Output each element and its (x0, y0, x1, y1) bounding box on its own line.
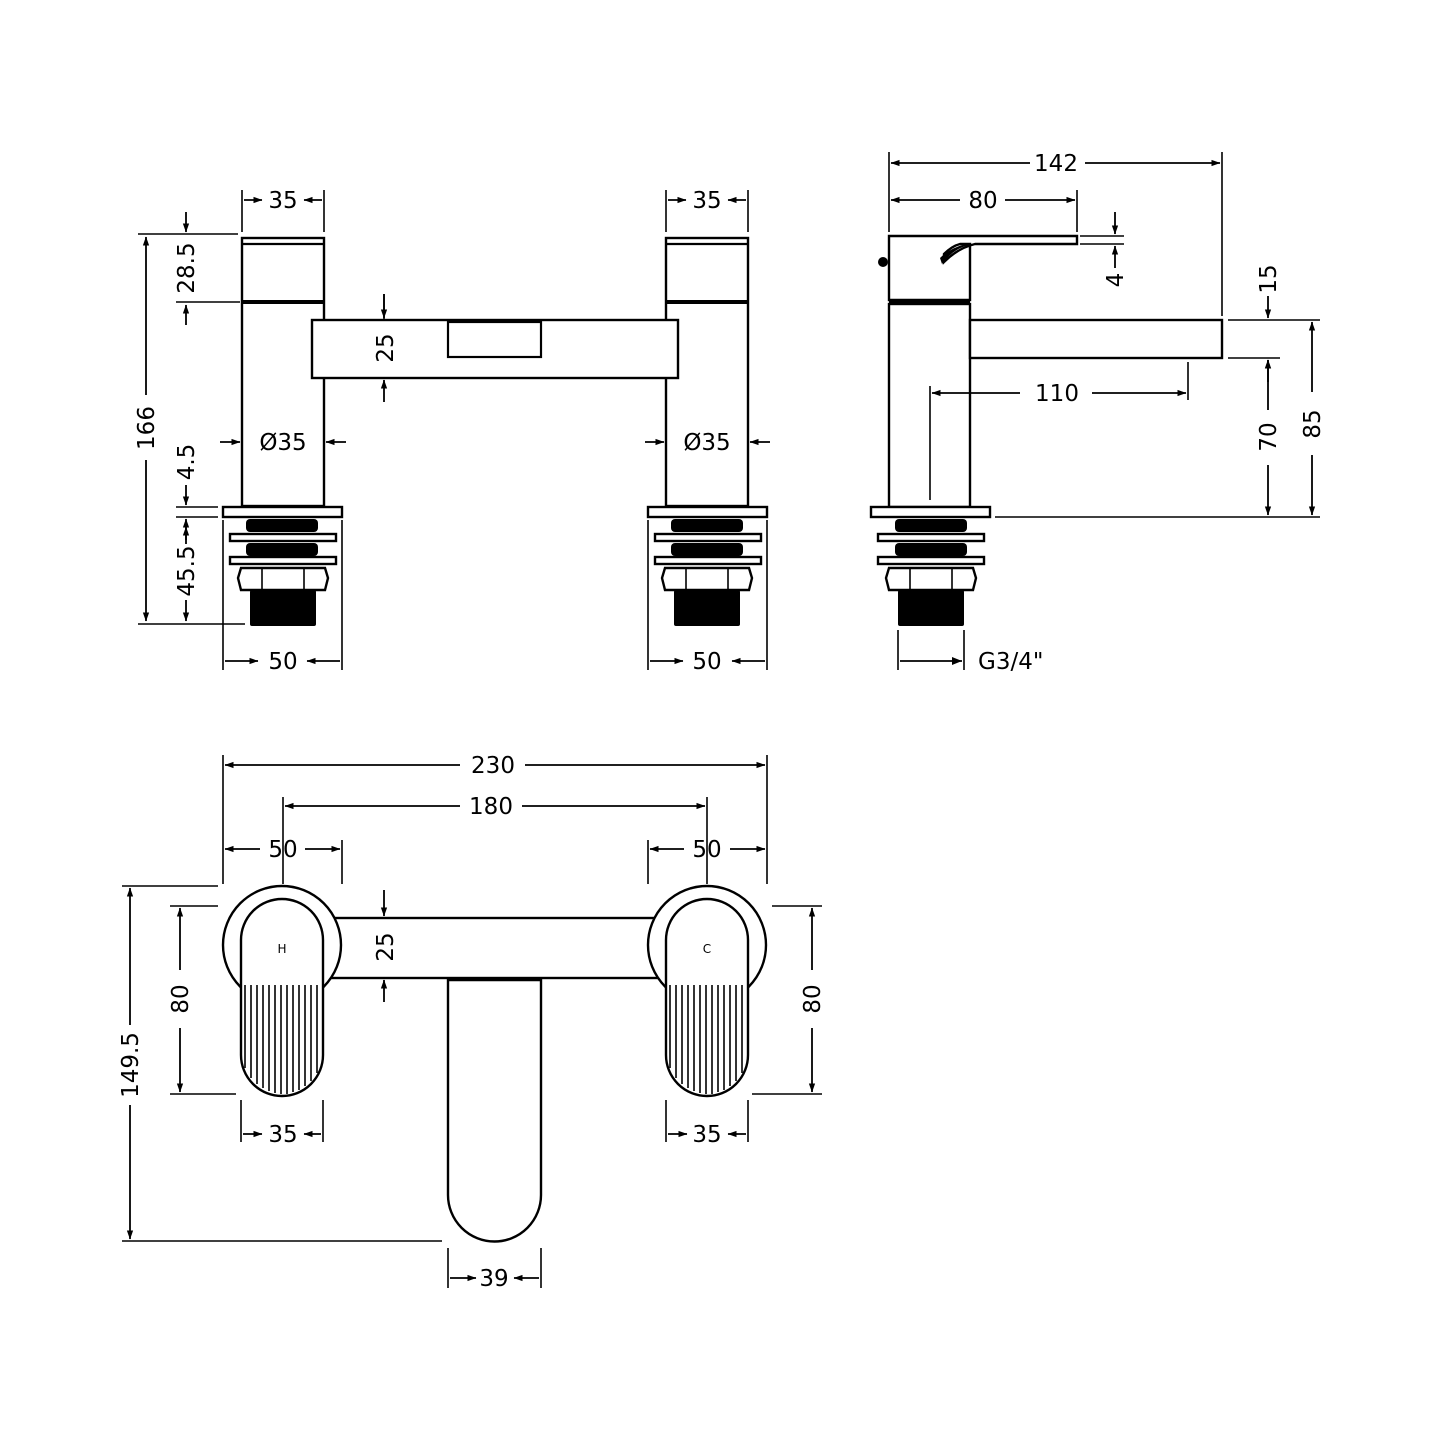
dim-front-shank-length: 45.5 (174, 545, 200, 596)
dim-side-spout-top-height: 85 (1300, 409, 1326, 438)
dim-front-lever-height: 28.5 (174, 242, 200, 293)
plan-view: H C 230 (118, 753, 826, 1292)
dim-plan-right-handle-width: 35 (692, 1122, 721, 1148)
dim-front-flange-thickness: 4.5 (174, 444, 200, 481)
dim-side-spout-clearance: 70 (1256, 422, 1282, 451)
dim-plan-centres: 180 (469, 794, 513, 820)
dim-plan-left-flange: 50 (268, 837, 297, 863)
dim-front-right-flange: 50 (692, 649, 721, 675)
dim-front-left-diameter: Ø35 (259, 430, 306, 456)
front-spout-bridge (310, 318, 680, 380)
dim-plan-overall-depth: 149.5 (118, 1032, 144, 1098)
side-dimensions: 142 80 4 15 110 (888, 151, 1326, 675)
dim-front-spout-height: 25 (373, 333, 399, 362)
dim-front-right-width: 35 (692, 188, 721, 214)
side-view: 142 80 4 15 110 (869, 151, 1326, 675)
plan-bridge (298, 916, 702, 980)
dim-plan-right-handle-depth: 80 (800, 984, 826, 1013)
dim-front-right-diameter: Ø35 (683, 430, 730, 456)
dim-plan-left-handle-width: 35 (268, 1122, 297, 1148)
front-dimensions: 35 35 166 28.5 4.5 (134, 188, 770, 675)
cold-label: C (703, 942, 711, 956)
dim-front-left-flange: 50 (268, 649, 297, 675)
dim-plan-left-handle-depth: 80 (168, 984, 194, 1013)
front-left-valve (221, 236, 344, 626)
dim-side-thread-size: G3/4" (978, 649, 1043, 675)
dim-side-overall-depth: 142 (1034, 151, 1078, 177)
dim-side-spout-thickness: 15 (1256, 264, 1282, 293)
dim-front-overall-height: 166 (134, 406, 160, 450)
dim-plan-bridge-depth: 25 (373, 932, 399, 961)
plan-spout (446, 978, 543, 1243)
dim-side-handle-depth: 80 (968, 188, 997, 214)
dim-plan-overall-width: 230 (471, 753, 515, 779)
hot-label: H (277, 942, 286, 956)
side-valve (869, 234, 1224, 626)
dim-plan-spout-width: 39 (479, 1266, 508, 1292)
dim-side-lever-thickness: 4 (1103, 273, 1129, 288)
dim-plan-right-flange: 50 (692, 837, 721, 863)
plan-left-handle: H (221, 884, 343, 1098)
front-right-valve (646, 236, 769, 626)
plan-right-handle: C (646, 884, 768, 1098)
dim-front-left-width: 35 (268, 188, 297, 214)
front-view: 35 35 166 28.5 4.5 (134, 188, 770, 675)
dim-side-spout-reach: 110 (1035, 381, 1079, 407)
plan-dimensions: 230 180 50 50 25 80 (118, 753, 826, 1292)
